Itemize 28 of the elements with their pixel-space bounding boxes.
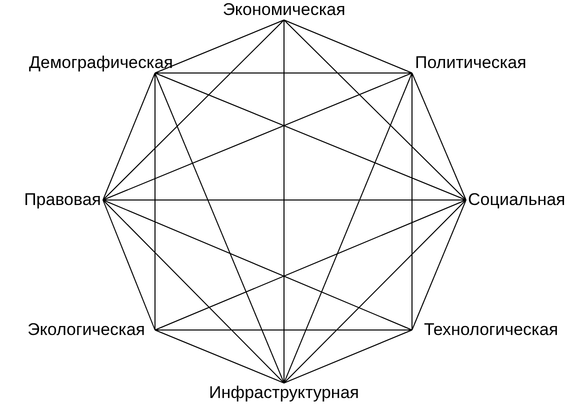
node-label: Правовая [24,190,103,210]
node-label: Инфраструктурная [209,383,359,403]
connector-line [154,200,466,330]
connector-line [154,72,412,74]
connector-line [102,72,156,200]
connector-line [412,72,466,200]
connector-line [284,20,412,74]
connector-line [102,200,412,330]
node-label: Социальная [466,190,566,210]
connector-line [102,20,284,200]
connector-line [102,72,412,200]
connector-line [284,200,466,384]
connector-line [154,72,466,200]
node-label: Экологическая [28,320,155,340]
connector-line [102,200,284,384]
connector-line [284,330,412,384]
node-label: Политическая [412,53,526,73]
connector-line [154,20,284,74]
connector-line [154,72,156,330]
node-label: Демографическая [29,53,173,73]
connector-line [412,200,466,330]
connector-line [284,20,466,200]
connector-line [284,72,412,384]
node-label: Экономическая [222,0,346,20]
connector-line [102,200,156,330]
connector-line [154,330,284,384]
connector-line [154,72,284,384]
node-label: Технологическая [412,320,558,340]
